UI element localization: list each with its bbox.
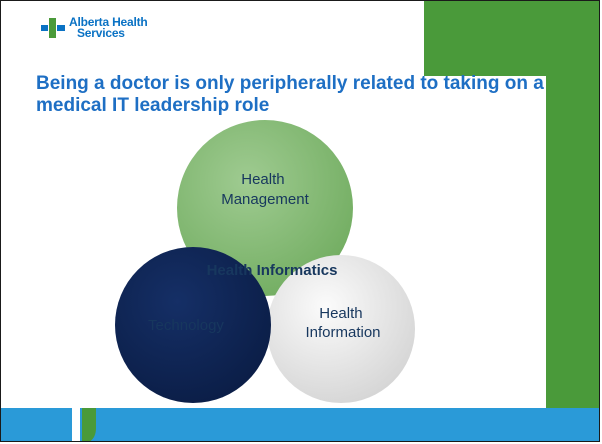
technology-label: Technology (148, 317, 224, 334)
ahs-logo-icon (41, 18, 65, 38)
management-circle (177, 120, 353, 296)
management-label: Health Management (221, 171, 309, 208)
ahs-logo-text: Alberta Health Services (69, 15, 148, 40)
footer-logo-icon (72, 408, 96, 442)
blue-footer-band (0, 408, 600, 442)
ahs-logo: Alberta Health Services (41, 15, 148, 40)
logo-line-1: Alberta Health (69, 15, 148, 29)
center-label: Health Informatics (207, 262, 338, 279)
logo-line-2: Services (77, 26, 125, 40)
information-label: Health Information (305, 305, 380, 341)
technology-circle (115, 247, 271, 403)
green-header-block (424, 0, 600, 76)
information-circle (267, 255, 415, 403)
green-side-strip (546, 76, 600, 408)
slide-title: Being a doctor is only peripherally rela… (36, 73, 544, 116)
